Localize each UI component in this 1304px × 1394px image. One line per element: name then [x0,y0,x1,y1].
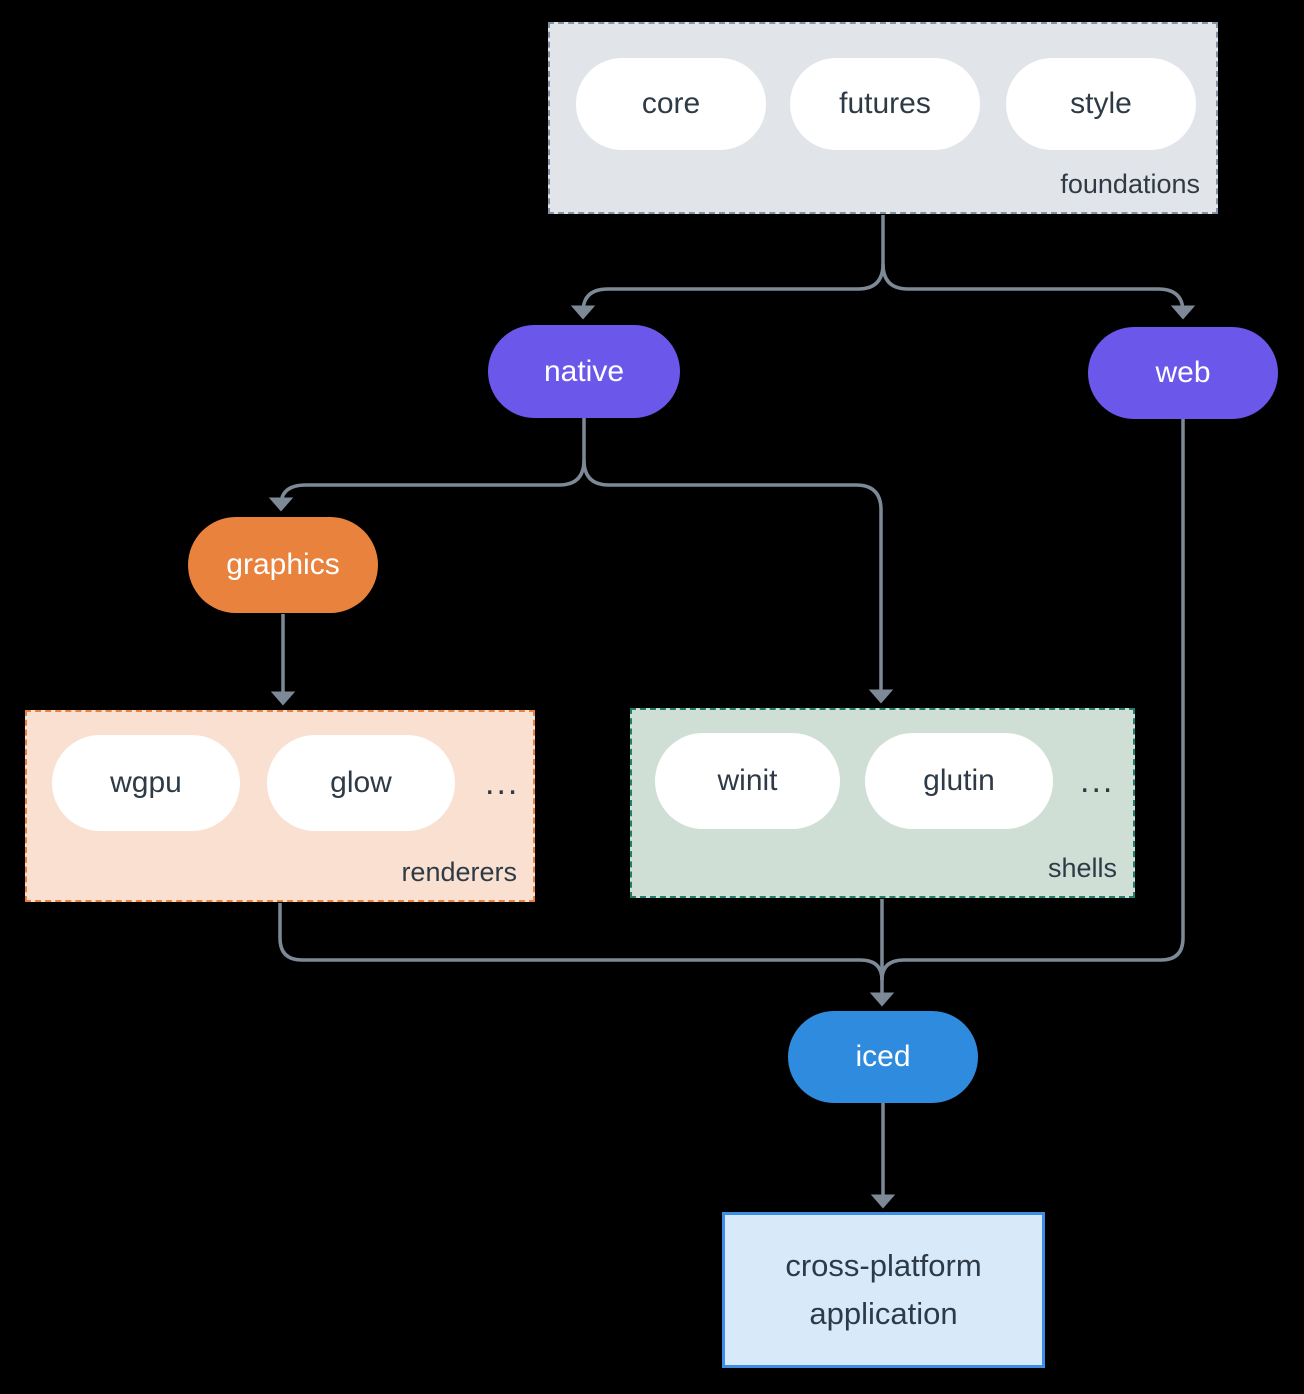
edge-renderers-to-merge [278,903,884,981]
node-native: native [488,325,680,418]
node-style: style [1006,58,1196,150]
node-glutin: glutin [865,733,1053,829]
edge-foundations-to-native [570,263,885,320]
group-renderers: wgpu glow ... renderers [25,710,535,902]
shells-label: shells [1047,853,1117,883]
node-futures: futures [790,58,980,150]
foundations-label: foundations [1060,169,1200,199]
node-wgpu: wgpu [52,735,240,831]
node-winit: winit [655,733,840,829]
node-cross-platform-application: cross-platform application [722,1212,1045,1368]
edge-web-to-merge [880,419,1185,981]
shells-ellipsis: ... [1080,761,1115,800]
edge-native-to-graphics [268,459,586,512]
group-shells: winit glutin ... shells [630,708,1135,898]
node-iced: iced [788,1011,978,1103]
renderers-label: renderers [401,857,517,887]
edge-native-to-shells [582,459,894,704]
renderers-ellipsis: ... [485,763,520,802]
edge-foundations-to-web [881,263,1196,320]
group-foundations: core futures style foundations [548,22,1218,214]
node-glow: glow [267,735,455,831]
node-core: core [576,58,766,150]
node-graphics: graphics [188,517,378,613]
node-web: web [1088,327,1278,419]
